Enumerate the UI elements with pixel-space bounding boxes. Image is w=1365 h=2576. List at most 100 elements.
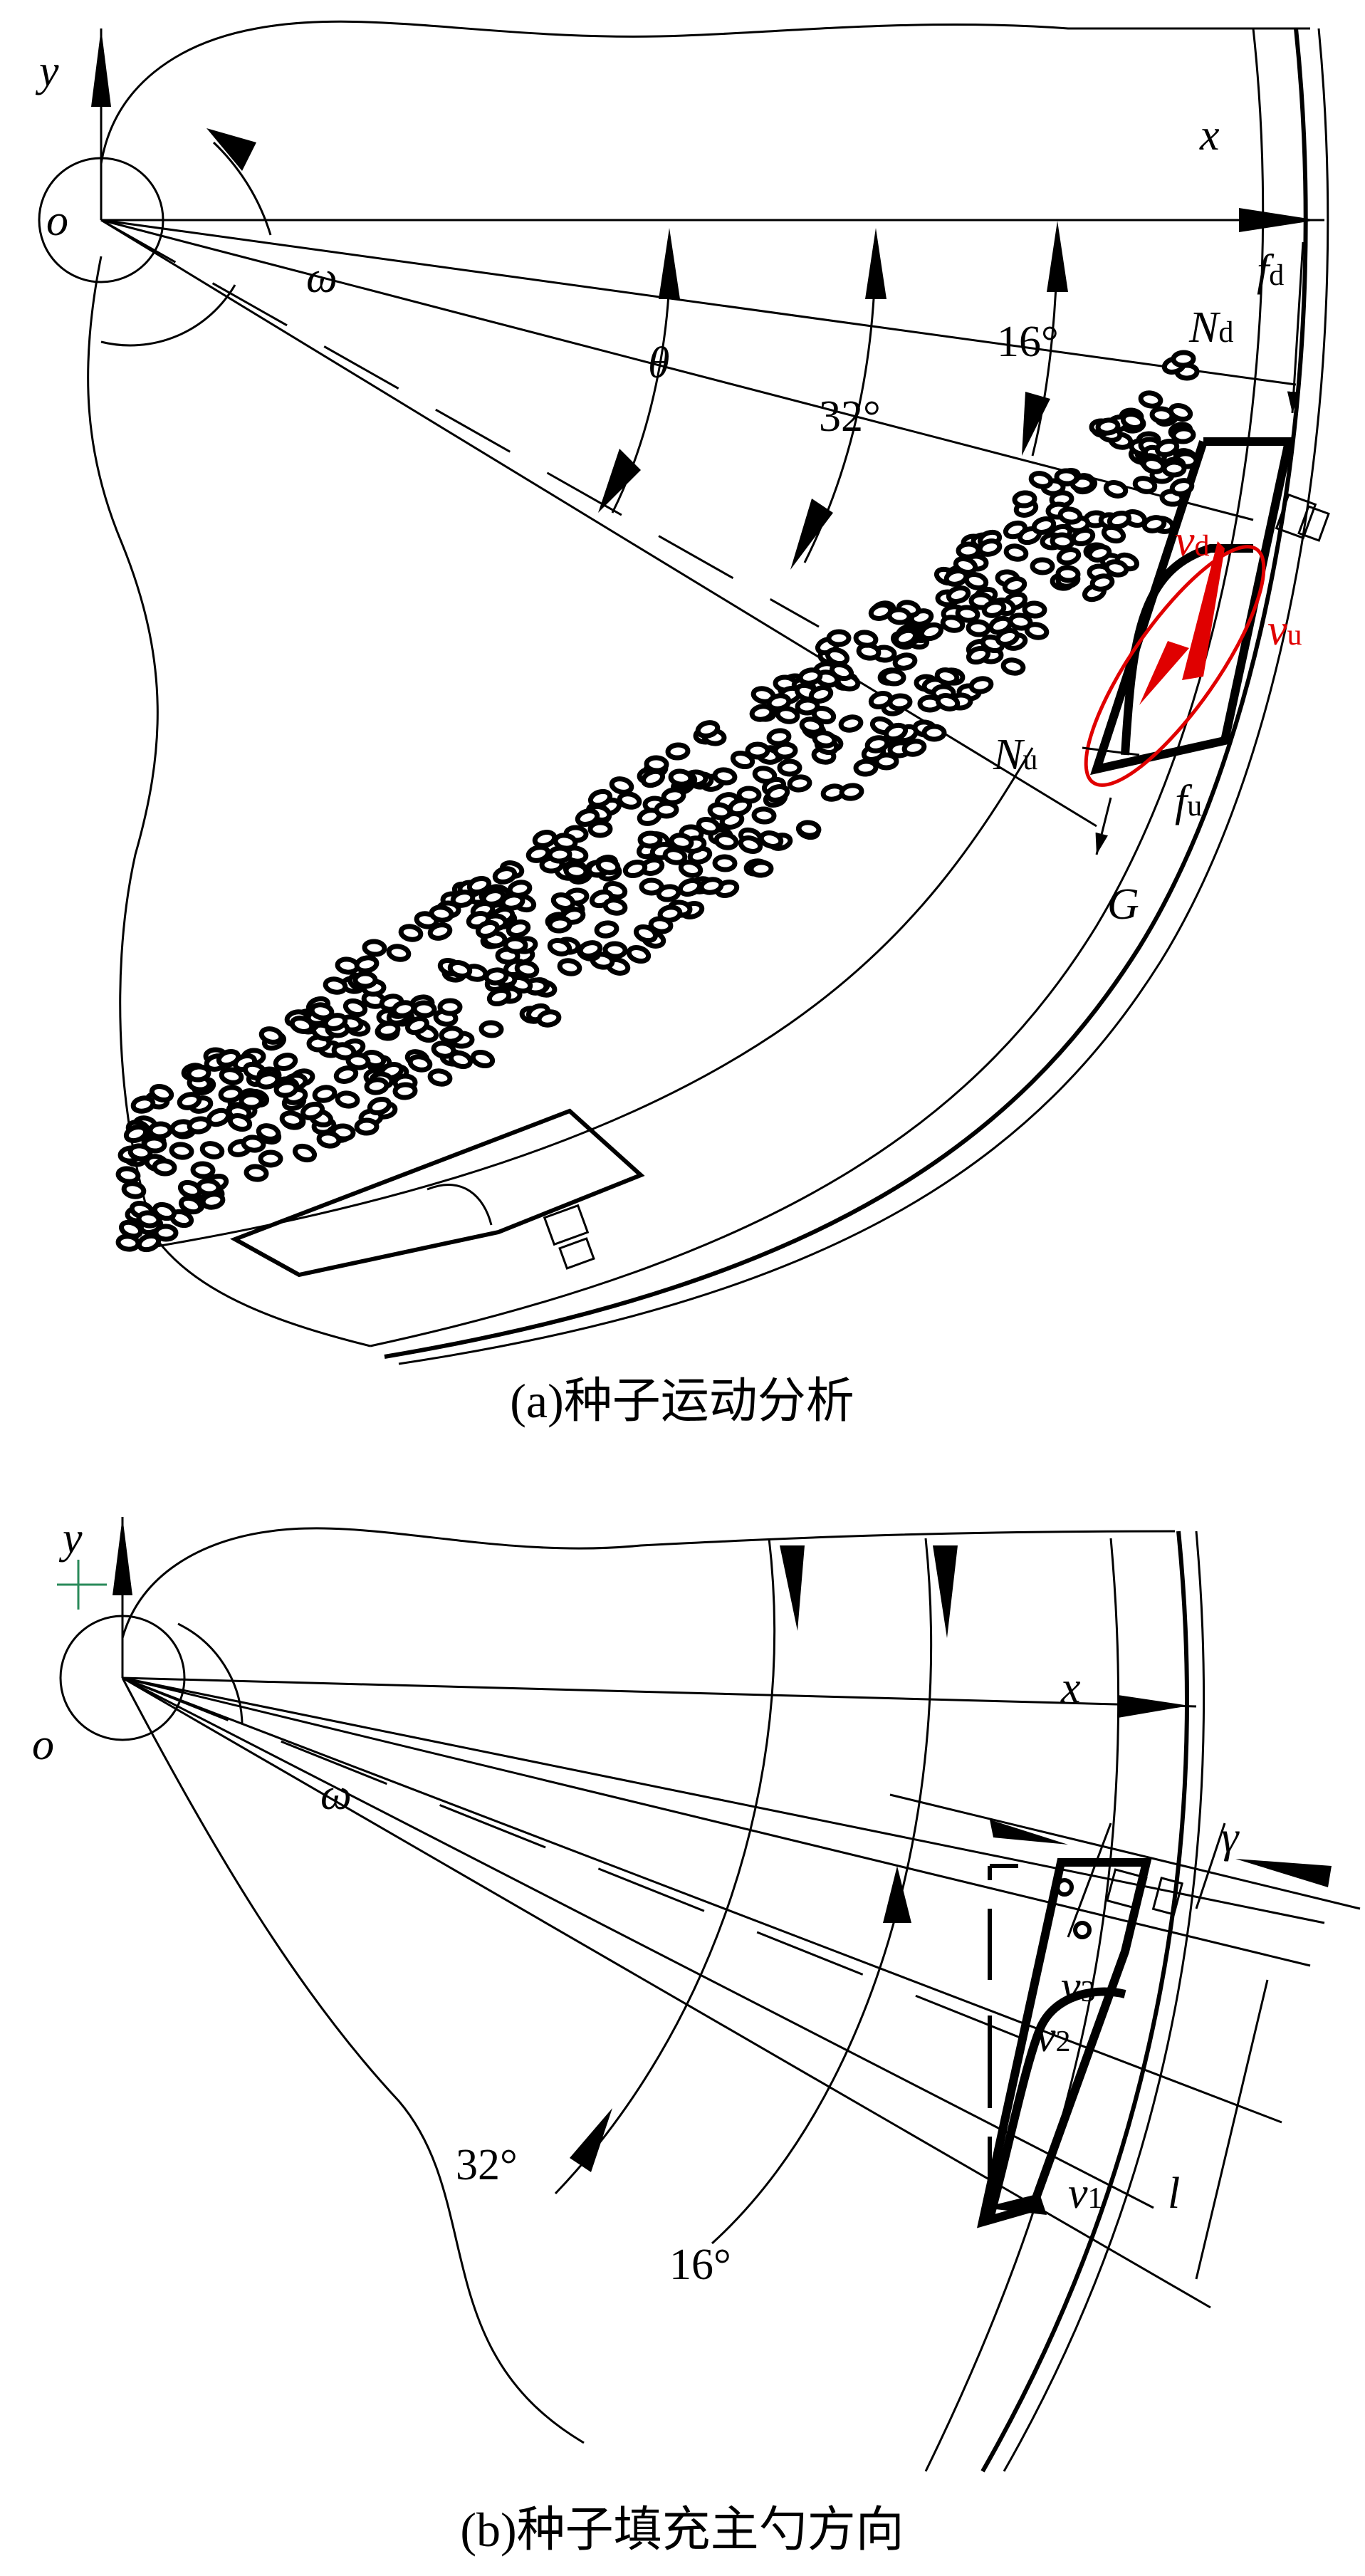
seed	[661, 787, 686, 805]
seed	[665, 742, 691, 761]
seed	[196, 1178, 221, 1196]
seed	[1055, 1878, 1074, 1897]
seed	[289, 1016, 315, 1034]
seed	[934, 667, 960, 686]
seed	[799, 716, 825, 735]
seed	[644, 755, 669, 773]
seed	[364, 1077, 389, 1095]
svg-text:ω: ω	[306, 254, 338, 302]
seed	[892, 652, 918, 671]
seed	[868, 603, 894, 621]
seed	[1107, 510, 1132, 530]
caption-b: (b)种子填充主勺方向	[460, 2503, 904, 2557]
seed	[547, 938, 572, 956]
force-markers	[1082, 241, 1304, 855]
seed	[853, 758, 879, 777]
seed	[1138, 390, 1163, 409]
seed	[773, 741, 798, 760]
seed	[656, 884, 681, 902]
seed	[1050, 532, 1075, 551]
seed	[547, 915, 572, 934]
seed	[309, 1002, 335, 1021]
seed	[177, 1092, 202, 1110]
seed	[883, 722, 909, 742]
label-fd: fd	[1257, 246, 1284, 295]
svg-text:ω: ω	[320, 1771, 352, 1819]
seed	[1141, 456, 1166, 474]
seed	[1120, 412, 1146, 430]
seed	[256, 1123, 281, 1142]
seed	[152, 1201, 177, 1221]
seed	[657, 904, 683, 923]
seed	[352, 971, 378, 989]
seed	[130, 1095, 156, 1114]
seed	[748, 860, 774, 878]
seed	[136, 1210, 162, 1229]
seed	[1002, 576, 1027, 595]
seed	[483, 967, 509, 986]
seed	[775, 706, 800, 724]
seed	[695, 720, 721, 739]
seed	[219, 1067, 244, 1085]
cursor-crosshair-icon	[57, 1560, 107, 1610]
seed	[239, 1092, 264, 1110]
seed	[255, 1071, 281, 1090]
seed	[669, 833, 694, 851]
seed	[713, 832, 739, 850]
seed	[218, 1085, 244, 1103]
svg-text:x: x	[1199, 111, 1220, 160]
seed	[893, 627, 919, 647]
seed	[273, 1080, 299, 1098]
seed	[662, 847, 688, 865]
y-arrow-icon	[113, 1517, 132, 1595]
seed	[1103, 480, 1129, 499]
seed	[730, 750, 755, 770]
disc-outline	[87, 20, 1329, 1365]
seed-cluster	[115, 350, 1200, 1253]
seed	[864, 735, 890, 753]
seed	[1141, 515, 1167, 533]
seed	[503, 936, 528, 954]
seed	[901, 739, 927, 757]
seed	[439, 1026, 464, 1044]
seed	[391, 1000, 417, 1018]
angle-arcs	[598, 221, 1068, 570]
svg-text:o: o	[32, 1721, 54, 1769]
seed	[244, 1164, 269, 1182]
velocity-arrow-icon	[983, 2194, 1047, 2215]
seed	[323, 1013, 348, 1031]
seed	[1057, 506, 1083, 525]
seed	[1024, 622, 1050, 640]
seed	[121, 1181, 147, 1199]
svg-text:32°: 32°	[819, 392, 881, 441]
seed	[1003, 543, 1029, 562]
seed	[829, 662, 854, 682]
seed	[273, 1053, 298, 1071]
x-arrow-icon	[1239, 208, 1317, 232]
seed	[478, 1020, 504, 1038]
seed	[1087, 544, 1112, 563]
seed	[966, 619, 991, 637]
axes	[38, 28, 1324, 347]
seed	[826, 629, 852, 647]
seed	[738, 835, 763, 854]
seed	[153, 1224, 179, 1242]
seed	[1104, 559, 1129, 578]
seed	[935, 693, 961, 711]
seed	[147, 1121, 173, 1140]
svg-text:16°: 16°	[997, 318, 1059, 366]
seed	[751, 806, 777, 825]
seed	[838, 714, 864, 733]
seed	[312, 1085, 338, 1103]
seed	[386, 944, 412, 962]
scoop-lower	[229, 1108, 645, 1278]
seed	[633, 924, 659, 944]
x-arrow-icon	[1118, 1695, 1189, 1718]
seed	[1056, 547, 1082, 565]
seed	[563, 862, 589, 880]
seed	[1169, 478, 1195, 496]
seed	[622, 859, 648, 879]
seed	[919, 622, 944, 642]
seed	[602, 897, 628, 916]
